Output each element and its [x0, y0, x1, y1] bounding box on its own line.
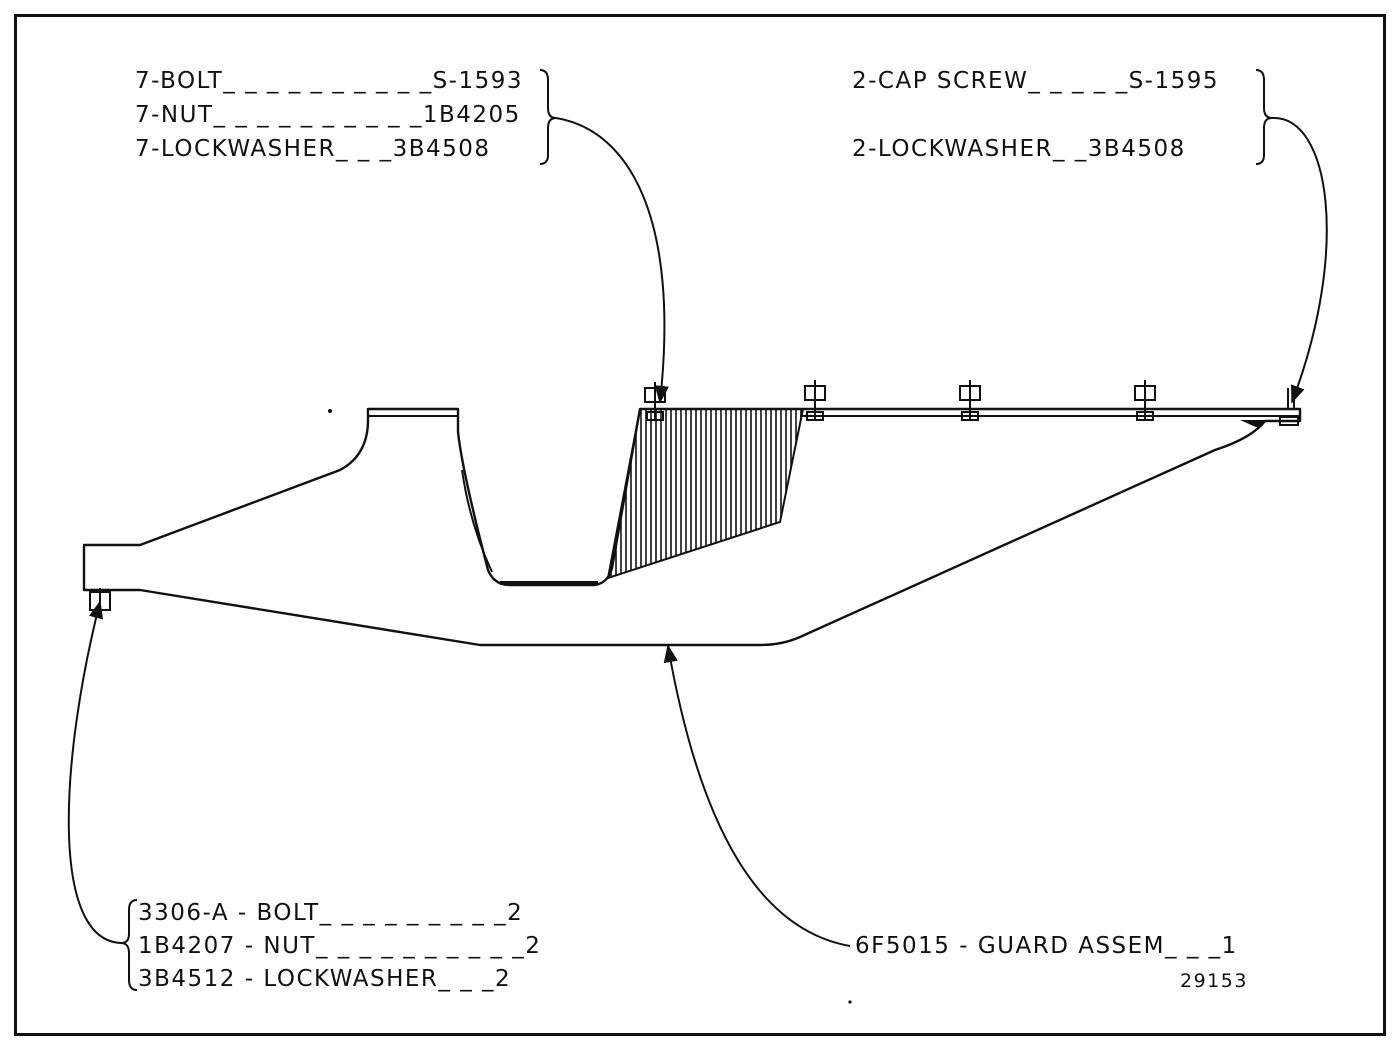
- leader-bottom-right: [663, 644, 851, 947]
- callout-top-left-line-1: 7-BOLT_ _ _ _ _ _ _ _ _ _S-1593: [135, 68, 524, 94]
- corner-fillet: [1240, 420, 1265, 428]
- hatched-section: [606, 408, 805, 580]
- callout-bottom-left-line-3: 3B4512 - LOCKWASHER_ _ _2: [138, 966, 512, 992]
- bolt-2-icon: [804, 380, 826, 421]
- speck: [848, 1000, 852, 1004]
- callout-top-right-line-2: 2-LOCKWASHER_ _3B4508: [852, 136, 1186, 162]
- callout-bottom-left-line-2: 1B4207 - NUT_ _ _ _ _ _ _ _ _ _2: [138, 933, 542, 959]
- leader-top-right: [1271, 116, 1328, 404]
- bottom-bolt-icon: [89, 588, 111, 612]
- bolt-4-icon: [1134, 380, 1156, 421]
- callout-bottom-left-line-1: 3306-A - BOLT_ _ _ _ _ _ _ _ _2: [138, 900, 524, 926]
- brace-top-right: [1255, 69, 1273, 165]
- callout-top-left-line-3: 7-LOCKWASHER_ _ _3B4508: [135, 136, 491, 162]
- bolt-3-icon: [959, 380, 981, 421]
- callout-guard-assembly: 6F5015 - GUARD ASSEM_ _ _1: [855, 933, 1238, 959]
- callout-top-left-line-2: 7-NUT_ _ _ _ _ _ _ _ _ _1B4205: [135, 102, 521, 128]
- leader-top-left: [555, 117, 669, 404]
- figure-number: 29153: [1180, 970, 1248, 992]
- guard-inner-flange: [461, 469, 493, 573]
- callout-top-right-line-1: 2-CAP SCREW_ _ _ _ _S-1595: [852, 68, 1219, 94]
- leader-bottom-left: [67, 600, 122, 944]
- drawing-frame: [14, 14, 1386, 1036]
- brace-top-left: [539, 69, 557, 165]
- brace-bottom-left: [120, 899, 138, 991]
- speck: [328, 409, 332, 413]
